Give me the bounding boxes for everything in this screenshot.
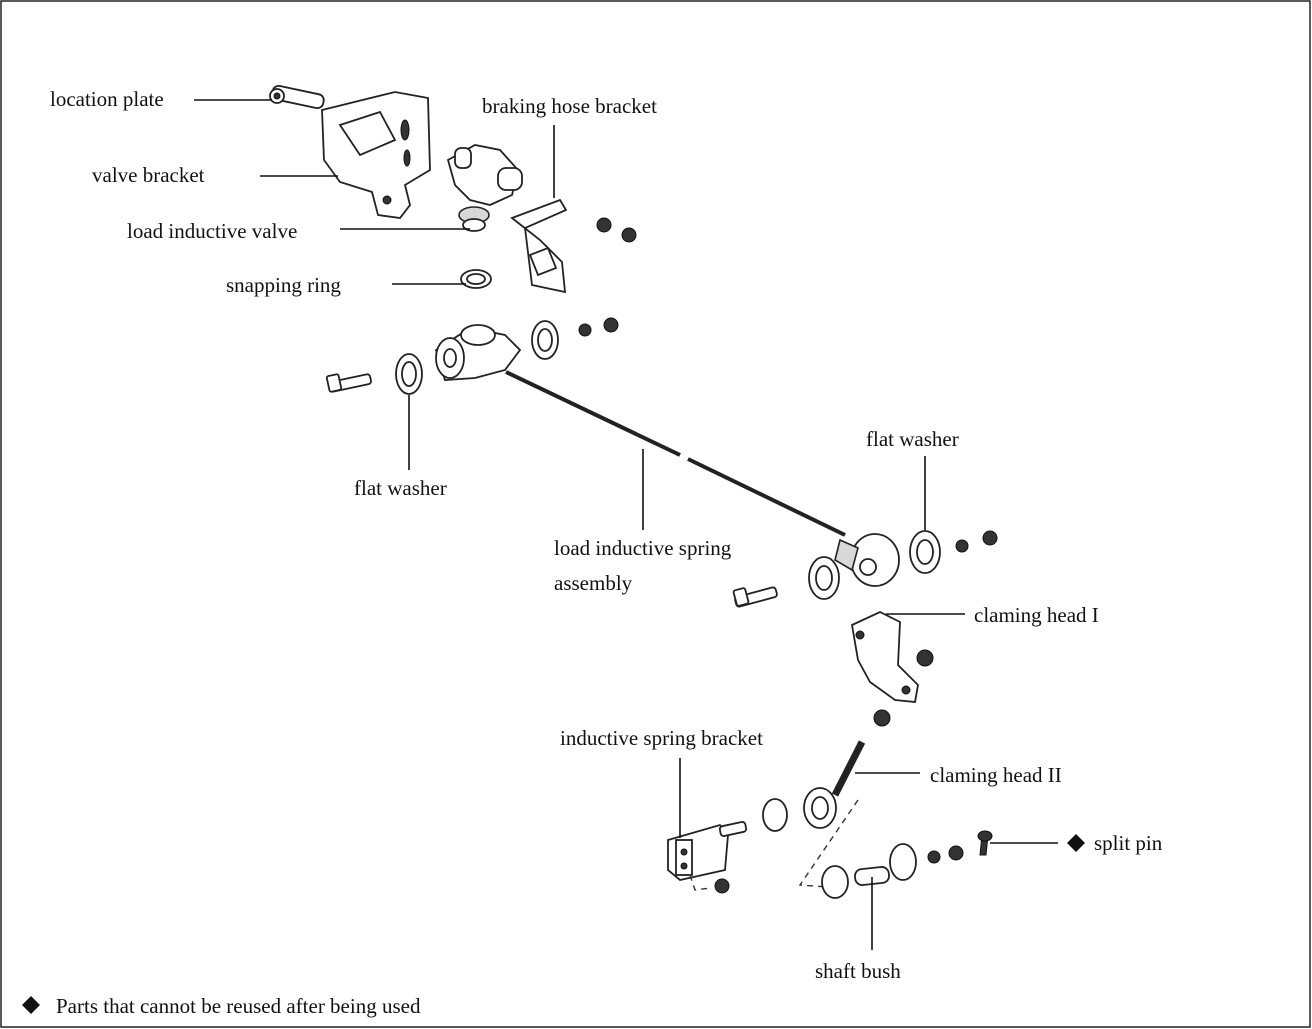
valve-arm-part <box>434 324 900 587</box>
label-valve-bracket: valve bracket <box>92 163 205 187</box>
label-split-pin: split pin <box>1094 831 1163 855</box>
upper-right-washer-nuts <box>531 317 619 360</box>
label-load-inductive-valve: load inductive valve <box>127 219 298 243</box>
left-bolt-washer <box>325 353 423 395</box>
label-location-plate: location plate <box>50 87 164 111</box>
upper-nuts <box>596 217 637 243</box>
label-shaft-bush: shaft bush <box>815 959 901 983</box>
legend-text: Parts that cannot be reused after being … <box>56 994 421 1018</box>
snapping-ring-part <box>460 269 492 289</box>
shaft-bush-group <box>798 799 993 899</box>
location-plate-part <box>269 84 325 110</box>
braking-hose-bracket-part <box>510 198 568 294</box>
claming-head-2-part <box>762 740 866 832</box>
label-flat-washer-left: flat washer <box>354 476 447 500</box>
label-braking-hose-bracket: braking hose bracket <box>482 94 657 118</box>
label-flat-washer-right: flat washer <box>866 427 959 451</box>
right-washer-nuts <box>732 530 998 608</box>
inductive-spring-bracket-part <box>667 821 748 894</box>
legend-diamond-icon <box>22 996 40 1014</box>
split-pin-diamond-icon <box>1067 834 1085 852</box>
label-claming-head-1: claming head I <box>974 603 1099 627</box>
label-spring-assembly-line1: load inductive spring <box>554 536 732 560</box>
label-snapping-ring: snapping ring <box>226 273 341 297</box>
valve-bracket-part <box>321 91 431 219</box>
load-inductive-valve-part <box>446 144 523 232</box>
claming-head-1-part <box>850 611 934 727</box>
label-inductive-spring-bracket: inductive spring bracket <box>560 726 763 750</box>
label-claming-head-2: claming head II <box>930 763 1062 787</box>
label-spring-assembly-line2: assembly <box>554 571 633 595</box>
